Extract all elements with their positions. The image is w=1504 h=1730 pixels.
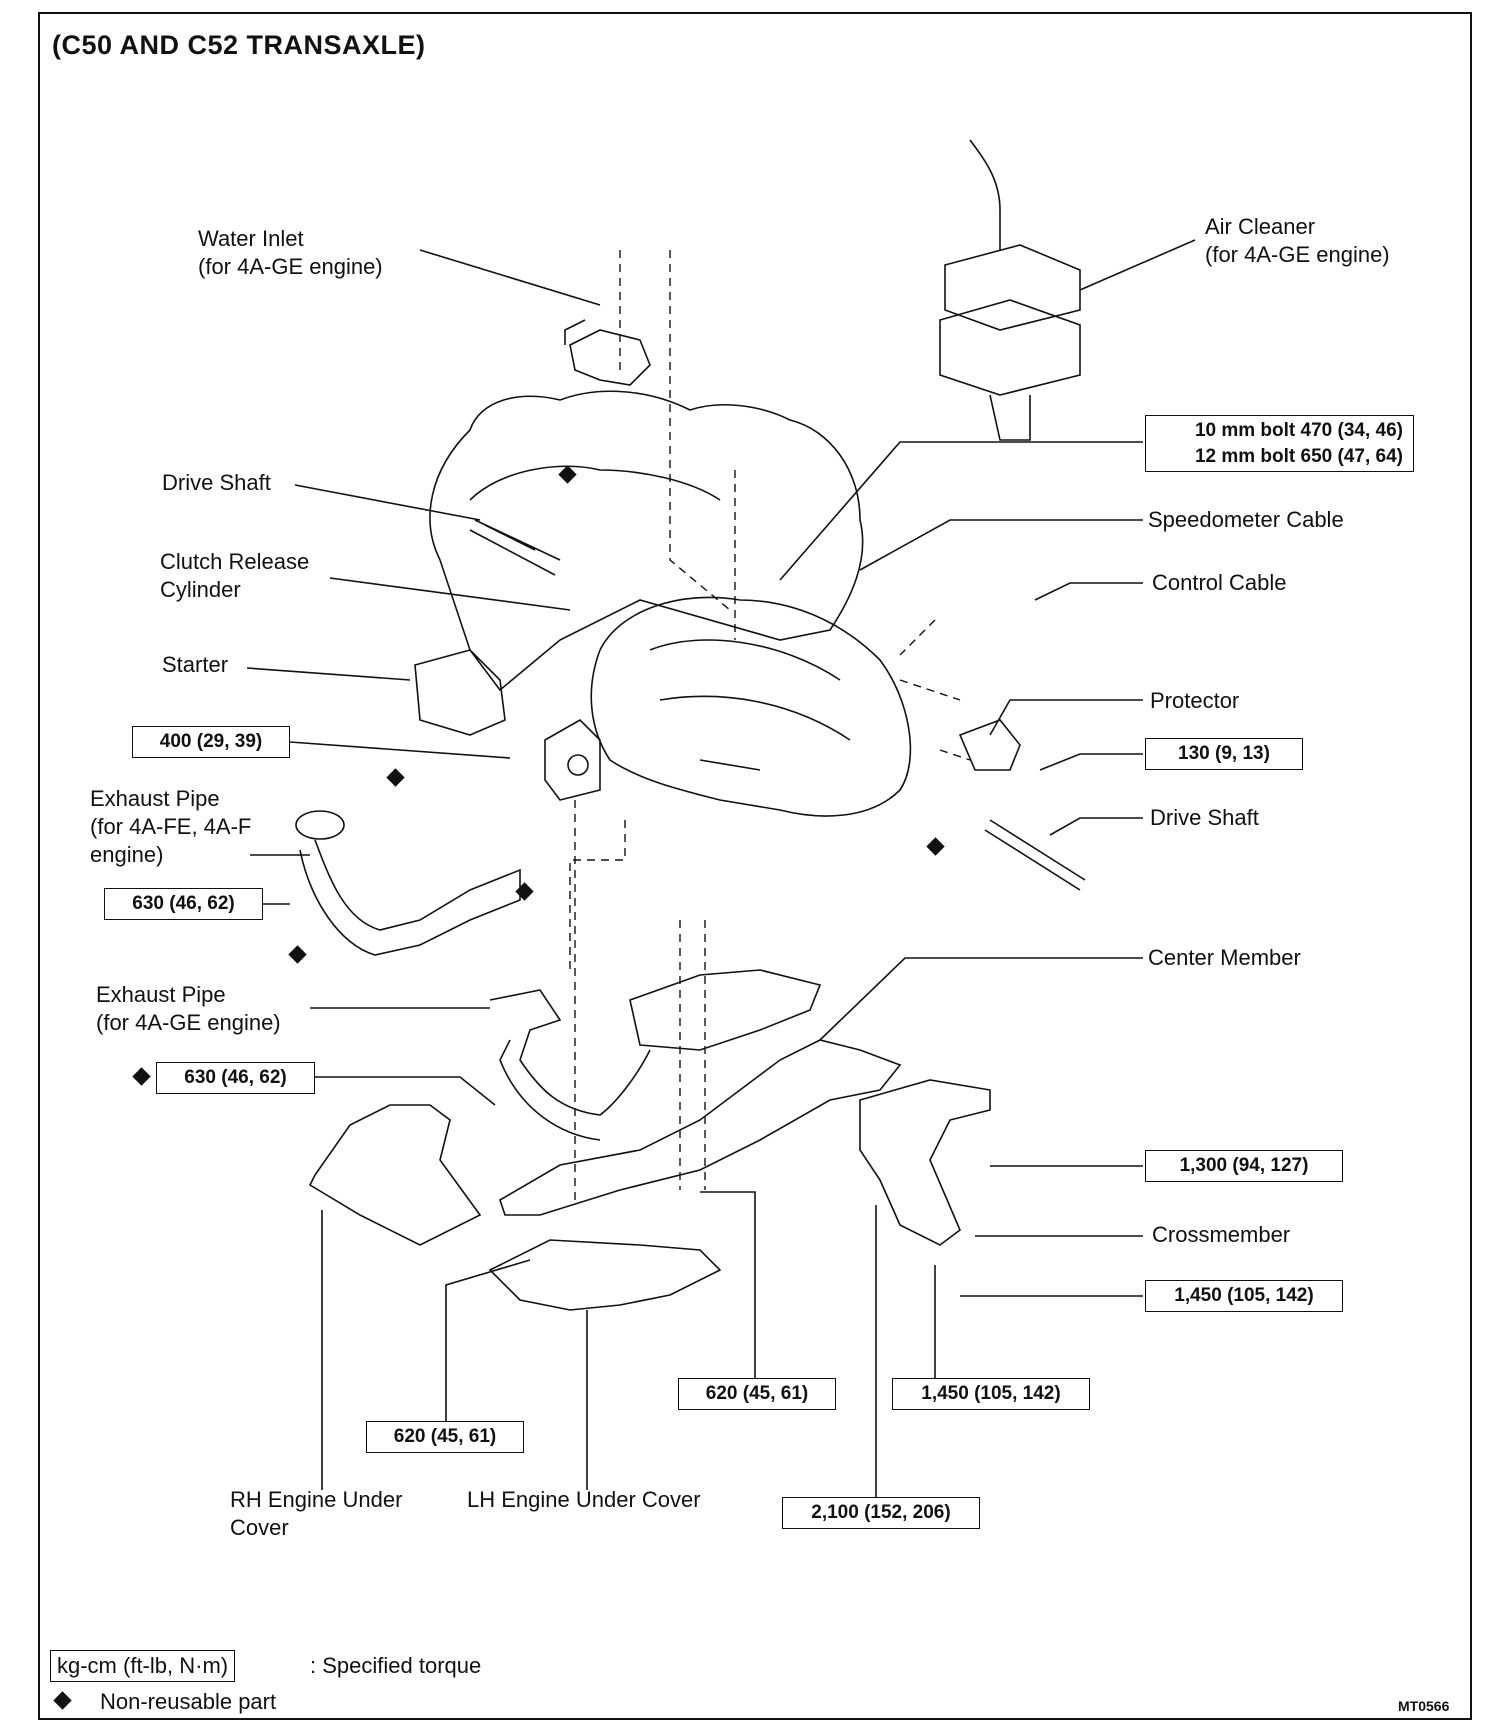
leader-control bbox=[1034, 582, 1143, 601]
leader-starter bbox=[246, 667, 411, 681]
lh-cover-shape bbox=[488, 1239, 722, 1311]
torque-box-exhaust-ge: 630 (46, 62) bbox=[156, 1062, 315, 1094]
torque-box-cover-mid: 620 (45, 61) bbox=[678, 1378, 836, 1410]
torque-box-cover-left: 620 (45, 61) bbox=[366, 1421, 524, 1453]
exhaust-pipe-fe-shape bbox=[299, 839, 521, 956]
torque-box-crossmember: 1,450 (105, 142) bbox=[1145, 1280, 1343, 1312]
drive-shaft-left-shape bbox=[469, 519, 561, 576]
water-inlet-shape bbox=[564, 319, 651, 386]
protector-shape bbox=[958, 719, 1021, 771]
leader-bolt-box bbox=[779, 441, 1143, 581]
torque-box-protector: 130 (9, 13) bbox=[1145, 738, 1303, 770]
center-member-label: Center Member bbox=[1148, 945, 1301, 970]
drive-shaft-left-label: Drive Shaft bbox=[162, 470, 271, 495]
torque-box-crossmember-2: 1,450 (105, 142) bbox=[892, 1378, 1090, 1410]
center-member-shape bbox=[499, 1039, 902, 1216]
speedometer-cable-label: Speedometer Cable bbox=[1148, 507, 1344, 532]
exhaust-pipe-ge-shape bbox=[489, 989, 651, 1141]
transaxle-detail bbox=[649, 639, 851, 771]
air-cleaner-label: Air Cleaner(for 4A-GE engine) bbox=[1205, 214, 1390, 267]
leader-water-inlet bbox=[419, 249, 601, 306]
torque-box-starter: 400 (29, 39) bbox=[132, 726, 290, 758]
protector-label: Protector bbox=[1150, 688, 1240, 713]
drive-shaft-right-shape bbox=[984, 819, 1086, 891]
legend-unit-text: : Specified torque bbox=[310, 1653, 482, 1678]
rh-cover-shape bbox=[308, 1104, 482, 1246]
leader-clutch bbox=[329, 577, 571, 611]
torque-box-exhaust-fe: 630 (46, 62) bbox=[104, 888, 263, 920]
torque-box-crossmember-3: 2,100 (152, 206) bbox=[782, 1497, 980, 1529]
diagram-frame bbox=[38, 12, 1472, 1720]
torque-box-center-member: 1,300 (94, 127) bbox=[1145, 1150, 1343, 1182]
leader-400 bbox=[289, 741, 511, 759]
leader-630-ge bbox=[315, 1076, 496, 1106]
legend-nonreusable-text: Non-reusable part bbox=[100, 1689, 277, 1714]
leader-center-member bbox=[819, 957, 1143, 1041]
leader-drive-shaft-right bbox=[1049, 817, 1143, 836]
leader-air-cleaner bbox=[1079, 239, 1196, 291]
leader-protector-bolt bbox=[1039, 753, 1143, 771]
engine-outline bbox=[429, 390, 864, 692]
engine-outline-inner bbox=[469, 465, 721, 501]
leader-620-mid bbox=[700, 1191, 756, 1378]
water-inlet-label: Water Inlet(for 4A-GE engine) bbox=[198, 226, 383, 279]
leader-620-left bbox=[445, 1259, 531, 1425]
leader-speedo bbox=[859, 519, 1143, 571]
control-cable-label: Control Cable bbox=[1152, 570, 1287, 595]
legend-unit-box: kg-cm (ft-lb, N·m) bbox=[50, 1650, 236, 1682]
exhaust-pipe-ge-label: Exhaust Pipe(for 4A-GE engine) bbox=[96, 982, 281, 1035]
crossmember-label: Crossmember bbox=[1152, 1222, 1291, 1247]
drive-shaft-right-label: Drive Shaft bbox=[1150, 805, 1259, 830]
leader-drive-shaft-left bbox=[294, 484, 481, 521]
air-cleaner-shape bbox=[939, 244, 1081, 441]
lh-engine-under-cover-label: LH Engine Under Cover bbox=[467, 1487, 701, 1512]
transaxle-outline bbox=[590, 596, 912, 817]
engine-mount-left bbox=[544, 719, 601, 801]
starter-label: Starter bbox=[162, 652, 229, 677]
torque-box-bolts: 10 mm bolt 470 (34, 46)12 mm bolt 650 (4… bbox=[1145, 415, 1414, 472]
leader-protector bbox=[989, 699, 1143, 736]
crossmember-shape bbox=[859, 1079, 991, 1246]
figure-code: MT0566 bbox=[1398, 1698, 1450, 1714]
starter-shape bbox=[414, 649, 506, 736]
diagram-title: (C50 AND C52 TRANSAXLE) bbox=[52, 30, 426, 60]
